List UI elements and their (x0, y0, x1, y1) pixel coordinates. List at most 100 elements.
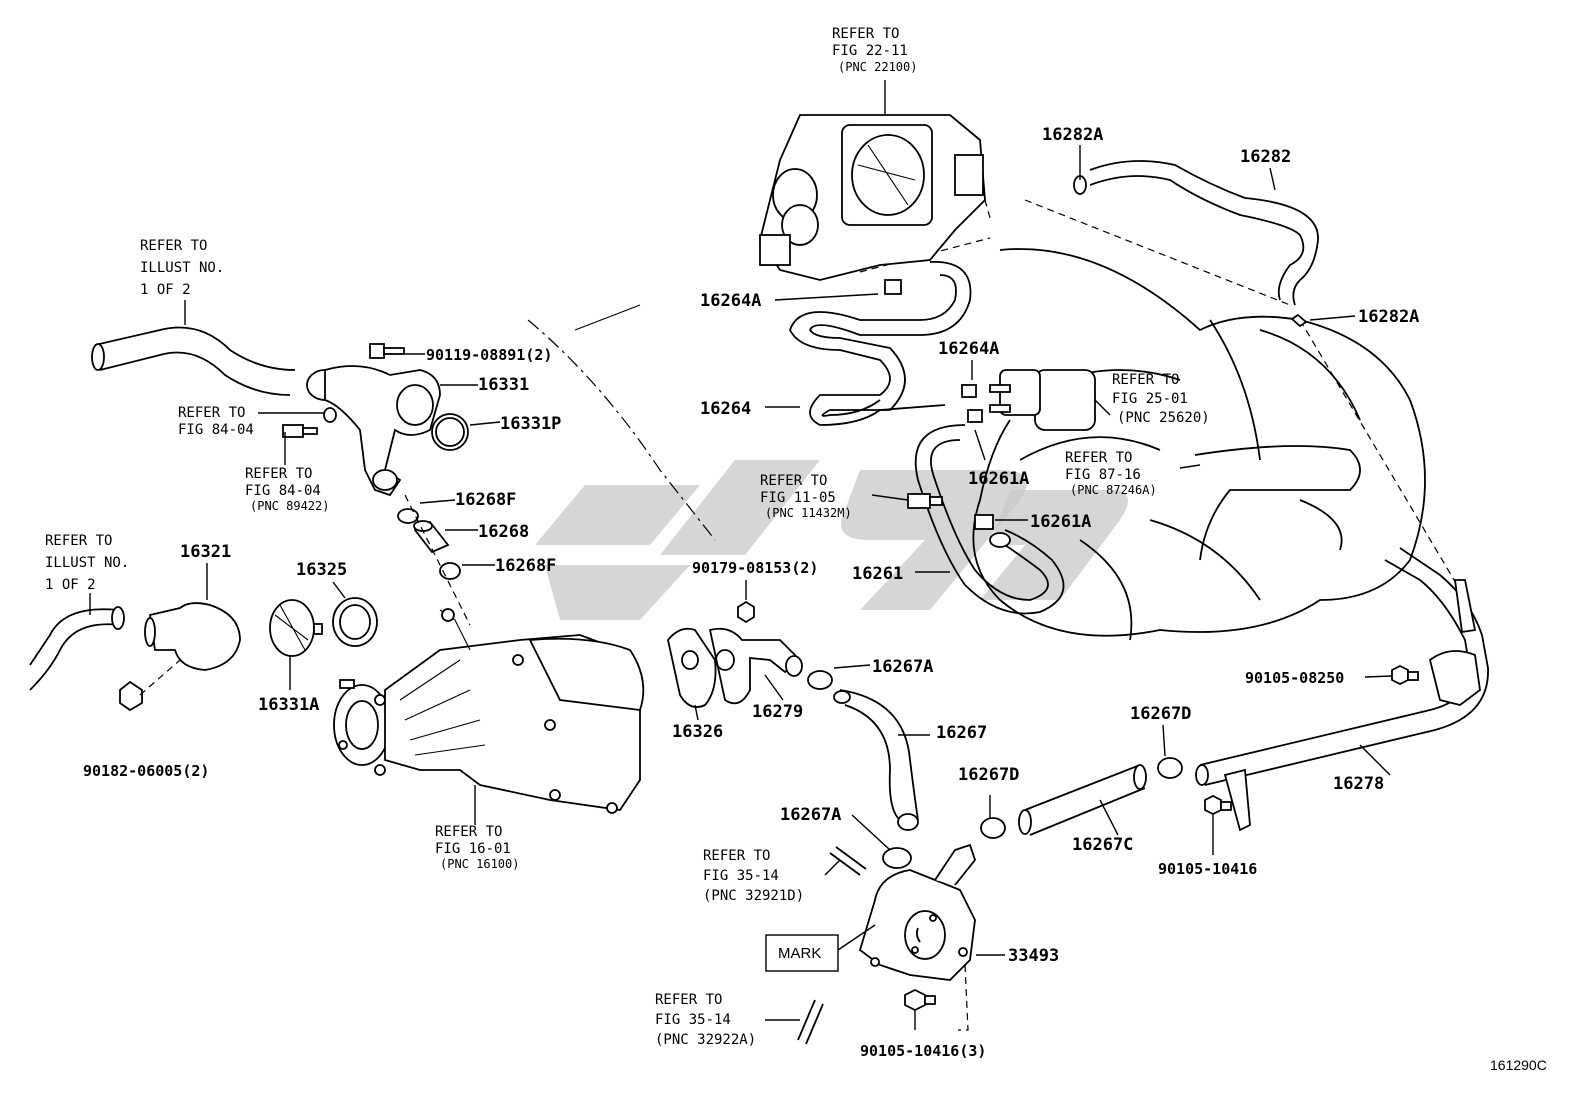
part-label-16264A-mid: 16264A (938, 339, 999, 359)
part-label-16325: 16325 (296, 560, 347, 580)
thermostat-16325 (269, 599, 323, 690)
part-label-90179: 90179-08153(2) (692, 559, 818, 577)
bolt-90119 (369, 343, 425, 359)
part-label-16268: 16268 (478, 522, 529, 542)
part-label-16267A-lower: 16267A (780, 805, 841, 825)
hose-16282 (1073, 145, 1356, 328)
part-label-90182: 90182-06005(2) (83, 762, 209, 780)
ref-fig-16-01-l1: REFER TO (435, 824, 502, 840)
pipe-fig-35-14-a (824, 846, 867, 876)
part-label-90105-10416: 90105-10416 (1158, 860, 1257, 878)
ref-fig-11-05-l3: (PNC 11432M) (765, 506, 852, 520)
part-label-16268F-upper: 16268F (455, 490, 516, 510)
part-label-16267D-right: 16267D (1130, 704, 1191, 724)
clamp-16267A-upper (807, 664, 871, 690)
part-label-90105-08250: 90105-08250 (1245, 669, 1344, 687)
part-label-90119: 90119-08891(2) (426, 346, 552, 364)
ref-fig-84-04-b-l1: REFER TO (245, 466, 312, 482)
part-label-16331: 16331 (478, 375, 529, 395)
ref-fig-84-04-b-l2: FIG 84-04 (245, 483, 321, 499)
part-label-16326: 16326 (672, 722, 723, 742)
part-label-16331P: 16331P (500, 414, 561, 434)
part-label-16261: 16261 (852, 564, 903, 584)
ref-fig-35-14-b-l1: REFER TO (655, 992, 722, 1008)
part-label-33493: 33493 (1008, 946, 1059, 966)
sensor-fig-11-05 (871, 493, 943, 509)
gasket-16325 (332, 581, 378, 647)
part-label-16282A-right: 16282A (1358, 307, 1419, 327)
mark-box (765, 924, 876, 972)
ref-illust-left-l1: REFER TO (45, 533, 112, 549)
part-label-16264: 16264 (700, 399, 751, 419)
hose-upper-left (91, 300, 296, 396)
bolt-90105-10416-3 (904, 988, 936, 1030)
throttle-body (759, 80, 986, 281)
hose-16261 (914, 424, 1065, 615)
part-label-16331A: 16331A (258, 695, 319, 715)
ref-fig-25-01-l2: FIG 25-01 (1112, 391, 1188, 407)
seal-16268F-lower (439, 562, 495, 580)
part-label-16264A-left: 16264A (700, 291, 761, 311)
ref-fig-87-16-l2: FIG 87-16 (1065, 467, 1141, 483)
leader-lines (765, 167, 1276, 573)
mark-label: MARK (778, 945, 821, 962)
reference-labels: REFER TO FIG 22-11 (PNC 22100) REFER TO … (45, 26, 1547, 1073)
pipe-16268 (413, 520, 478, 554)
ref-fig-35-14-a-l3: (PNC 32921D) (703, 888, 804, 904)
clamp-16267A-lower (851, 814, 912, 869)
ref-fig-22-11-l1: REFER TO (832, 26, 899, 42)
ref-fig-35-14-b-l3: (PNC 32922A) (655, 1032, 756, 1048)
water-pump (333, 608, 645, 825)
part-label-16267: 16267 (936, 723, 987, 743)
ref-fig-84-04-a-l1: REFER TO (178, 405, 245, 421)
part-label-16267A-upper: 16267A (872, 657, 933, 677)
bolt-90105-08250 (1364, 664, 1419, 686)
pipe-16279 (708, 627, 803, 705)
part-label-16261A-lower: 16261A (1030, 512, 1091, 532)
ref-illust-left-l2: ILLUST NO. (45, 555, 129, 571)
part-label-16279: 16279 (752, 702, 803, 722)
hose-16267 (833, 689, 930, 831)
ref-illust-top-l2: ILLUST NO. (140, 260, 224, 276)
clamp-16267D-right (1157, 724, 1183, 779)
ref-fig-35-14-b-l2: FIG 35-14 (655, 1012, 731, 1028)
ref-fig-25-01-l1: REFER TO (1112, 372, 1179, 388)
gasket-16326 (667, 627, 717, 721)
outlet-16321 (119, 563, 241, 712)
part-label-16261A-upper: 16261A (968, 469, 1029, 489)
ref-fig-84-04-b-l3: (PNC 89422) (250, 499, 329, 513)
ref-fig-35-14-a-l2: FIG 35-14 (703, 868, 779, 884)
ref-fig-87-16-l1: REFER TO (1065, 450, 1132, 466)
vsv-valve (961, 369, 1096, 431)
part-label-16268F-lower: 16268F (495, 556, 556, 576)
ref-fig-11-05-l2: FIG 11-05 (760, 490, 836, 506)
hose-16264 (774, 261, 972, 426)
ref-illust-top-l1: REFER TO (140, 238, 207, 254)
part-label-16267C: 16267C (1072, 835, 1133, 855)
ref-fig-16-01-l3: (PNC 16100) (440, 857, 519, 871)
pipe-fig-35-14-b (765, 999, 824, 1045)
watermark-logo (535, 460, 1128, 620)
water-inlet-16331 (306, 365, 501, 497)
bolt-90105-10416 (1204, 794, 1232, 855)
part-label-90105-10416-3: 90105-10416(3) (860, 1042, 986, 1060)
ref-fig-16-01-l2: FIG 16-01 (435, 841, 511, 857)
ref-fig-84-04-a-l2: FIG 84-04 (178, 422, 254, 438)
ref-fig-22-11-l2: FIG 22-11 (832, 43, 908, 59)
ref-fig-22-11-l3: (PNC 22100) (838, 60, 917, 74)
part-number-labels: 16282A 16282 16282A 16264A 16264A 16264 … (83, 125, 1419, 1060)
part-label-16282A-top: 16282A (1042, 125, 1103, 145)
fitting-33493 (858, 843, 1005, 1031)
sensor-fig-84-04 (258, 407, 337, 465)
part-label-16321: 16321 (180, 542, 231, 562)
part-label-16282: 16282 (1240, 147, 1291, 167)
hose-lower-left (29, 593, 125, 691)
ref-illust-left-l3: 1 OF 2 (45, 577, 96, 593)
ref-fig-87-16-l3: (PNC 87246A) (1070, 483, 1157, 497)
clamp-16267D-mid (980, 795, 1006, 839)
figure-code: 161290C (1490, 1057, 1547, 1073)
ref-fig-11-05-l1: REFER TO (760, 473, 827, 489)
hose-16267C (1018, 764, 1147, 836)
part-label-16278: 16278 (1333, 774, 1384, 794)
